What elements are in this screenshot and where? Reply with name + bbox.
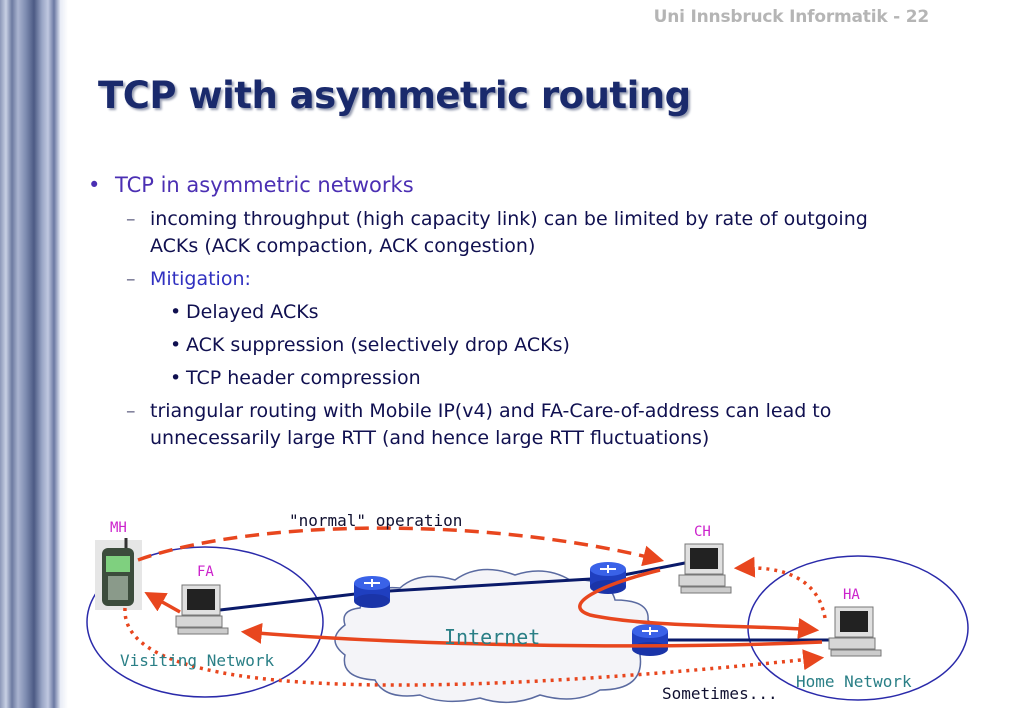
normal-operation-arrow <box>137 526 665 567</box>
bullet-mitigation: –Mitigation: <box>88 266 988 293</box>
router-icon-left <box>354 576 390 608</box>
ch-computer-icon <box>678 543 732 594</box>
ha-label: HA <box>843 587 860 603</box>
mobile-phone-icon <box>95 538 142 610</box>
bullet-dot: • <box>170 334 182 356</box>
normal-operation-label: "normal" operation <box>289 511 463 530</box>
bullet-dash: – <box>126 208 136 230</box>
bullet-main-text: TCP in asymmetric networks <box>115 173 414 197</box>
bullet-triangular-routing: –triangular routing with Mobile IP(v4) a… <box>88 398 988 452</box>
bullet-dash: – <box>126 268 136 290</box>
bullet-throughput-line1: incoming throughput (high capacity link)… <box>150 208 868 230</box>
mh-label: MH <box>110 520 127 536</box>
bullet-throughput: –incoming throughput (high capacity link… <box>88 206 988 260</box>
bullet-list: •TCP in asymmetric networks –incoming th… <box>88 170 988 452</box>
visiting-network-label: Visiting Network <box>120 651 275 670</box>
bullet-throughput-line2: ACKs (ACK compaction, ACK congestion) <box>150 235 536 257</box>
bullet-dot: • <box>88 173 101 197</box>
internet-label: Internet <box>444 625 541 649</box>
bullet-triangular-line2: unnecessarily large RTT (and hence large… <box>150 427 710 449</box>
fa-label: FA <box>197 564 214 580</box>
fa-to-mh-arrow <box>144 591 181 614</box>
link-router-ch <box>607 560 691 580</box>
ch-label: CH <box>694 524 711 540</box>
sometimes-label: Sometimes... <box>662 684 778 703</box>
ha-computer-icon <box>828 606 882 657</box>
slide-title: TCP with asymmetric routing <box>98 74 691 117</box>
ha-to-ch-dotted-arrow <box>733 556 827 619</box>
sub-bullet-text: Delayed ACKs <box>186 301 319 323</box>
bullet-triangular-line1: triangular routing with Mobile IP(v4) an… <box>150 400 832 422</box>
sub-bullet-ack-suppression: •ACK suppression (selectively drop ACKs) <box>88 332 988 359</box>
sub-bullet-text: TCP header compression <box>186 367 421 389</box>
bullet-dot: • <box>170 301 182 323</box>
home-network-label: Home Network <box>796 672 912 691</box>
link-router-router <box>371 576 609 594</box>
sub-bullet-delayed-acks: •Delayed ACKs <box>88 299 988 326</box>
slide-credit: Uni Innsbruck Informatik - 22 <box>653 7 930 27</box>
decorative-side-bar <box>0 0 68 708</box>
router-icon-bottom <box>632 624 668 656</box>
sub-bullet-text: ACK suppression (selectively drop ACKs) <box>186 334 570 356</box>
bullet-dot: • <box>170 367 182 389</box>
bullet-dash: – <box>126 400 136 422</box>
bullet-main: • TCP in asymmetric networks <box>88 170 988 200</box>
router-icon-mid <box>590 562 626 594</box>
ch-to-ha-arrow <box>578 568 820 639</box>
link-fa-router <box>219 590 373 612</box>
bullet-mitigation-text: Mitigation: <box>150 268 251 290</box>
fa-computer-icon <box>175 584 229 635</box>
sub-bullet-header-compression: •TCP header compression <box>88 365 988 392</box>
